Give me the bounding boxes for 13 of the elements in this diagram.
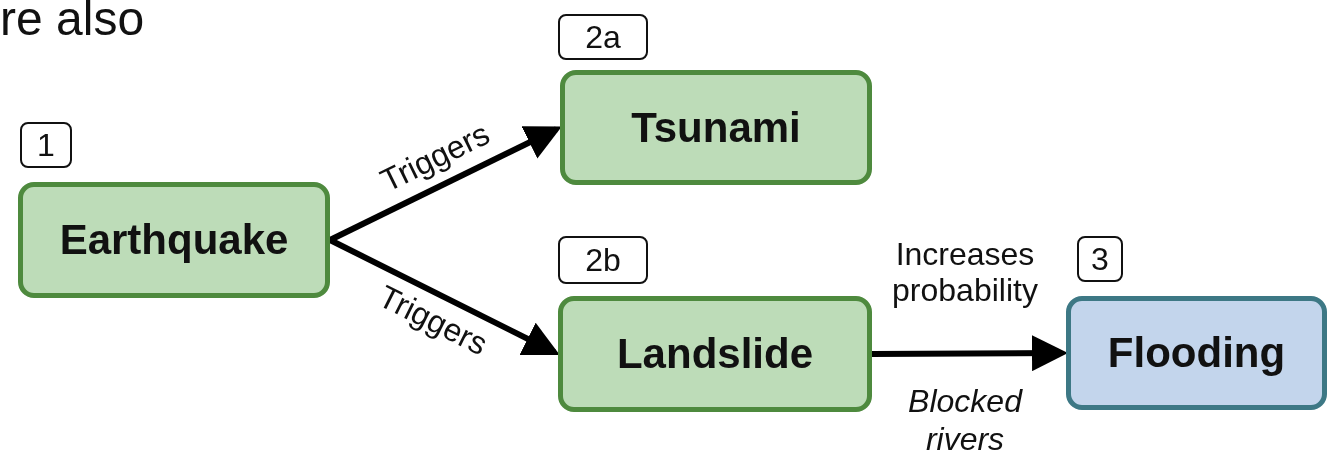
step-number-tag: 2b	[558, 236, 648, 284]
step-number-tag: 3	[1077, 236, 1123, 282]
heading-fragment: re also	[0, 0, 146, 47]
arrow	[328, 126, 562, 243]
process-box: Tsunami	[560, 70, 872, 185]
arrow	[871, 335, 1068, 372]
process-box: Landslide	[558, 296, 872, 412]
process-box: Flooding	[1066, 296, 1327, 410]
arrow	[328, 237, 560, 355]
process-box: Earthquake	[18, 182, 330, 298]
note-text: Blocked rivers	[907, 382, 1024, 459]
step-number-tag: 1	[20, 122, 72, 168]
step-number-tag: 2a	[558, 14, 648, 60]
